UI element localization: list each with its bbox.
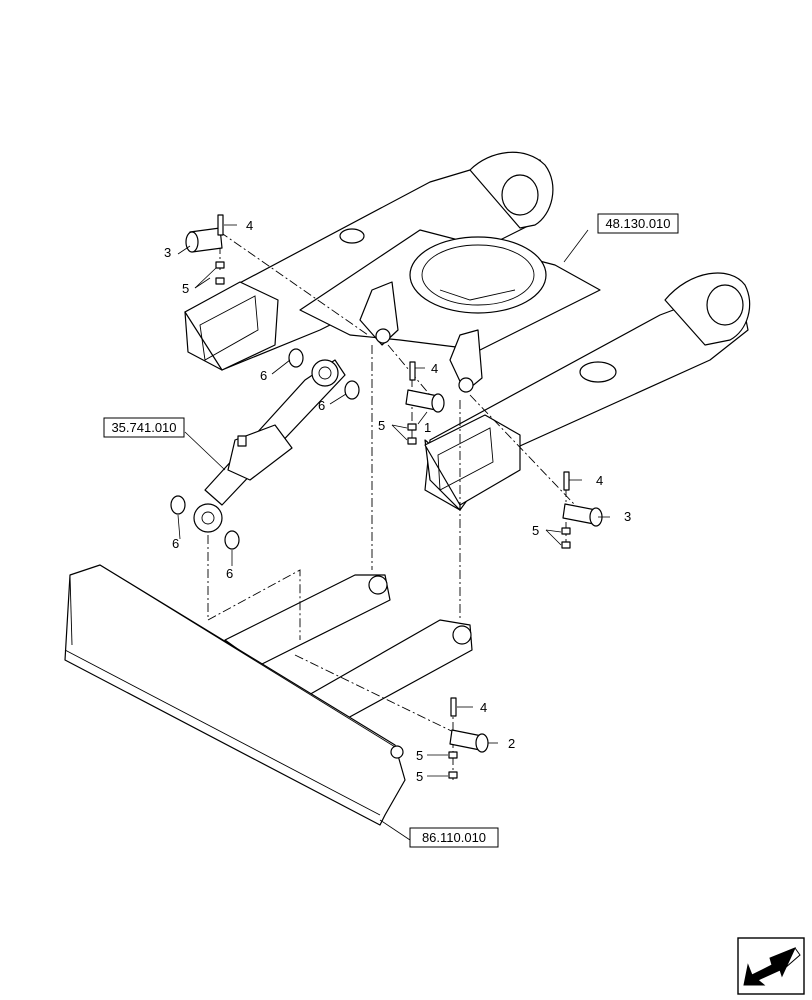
callout-4-mid: 4: [431, 361, 438, 376]
callout-3-right: 3: [624, 509, 631, 524]
callout-6-b: 6: [318, 398, 325, 413]
callout-5-bottom-a: 5: [416, 748, 423, 763]
callout-2: 2: [508, 736, 515, 751]
callout-4-left: 4: [246, 218, 253, 233]
leader-lines: [177, 224, 610, 841]
reference-blade[interactable]: 86.110.010: [409, 827, 499, 848]
callout-5-bottom-b: 5: [416, 769, 423, 784]
callout-6-a: 6: [260, 368, 267, 383]
reference-cylinder[interactable]: 35.741.010: [103, 417, 185, 438]
arrow-down-left-icon[interactable]: [737, 937, 805, 995]
reference-frame-label: 48.130.010: [605, 216, 670, 231]
reference-frame[interactable]: 48.130.010: [597, 213, 679, 234]
small-parts: [170, 214, 603, 779]
callout-6-d: 6: [226, 566, 233, 581]
dozer-blade: [64, 564, 473, 826]
callout-5-right: 5: [532, 523, 539, 538]
blade-lift-cylinder: [193, 359, 346, 533]
callout-4-right: 4: [596, 473, 603, 488]
callout-5-left: 5: [182, 281, 189, 296]
callouts: 3 4 5 4 5 1 4 3 5 4 2 5 5 6 6 6 6: [164, 218, 631, 784]
callout-3-left: 3: [164, 245, 171, 260]
undercarriage-frame: [184, 151, 751, 511]
callout-1: 1: [424, 420, 431, 435]
callout-6-c: 6: [172, 536, 179, 551]
callout-4-bottom: 4: [480, 700, 487, 715]
reference-blade-label: 86.110.010: [422, 830, 486, 845]
callout-5-mid: 5: [378, 418, 385, 433]
reference-cylinder-label: 35.741.010: [111, 420, 176, 435]
